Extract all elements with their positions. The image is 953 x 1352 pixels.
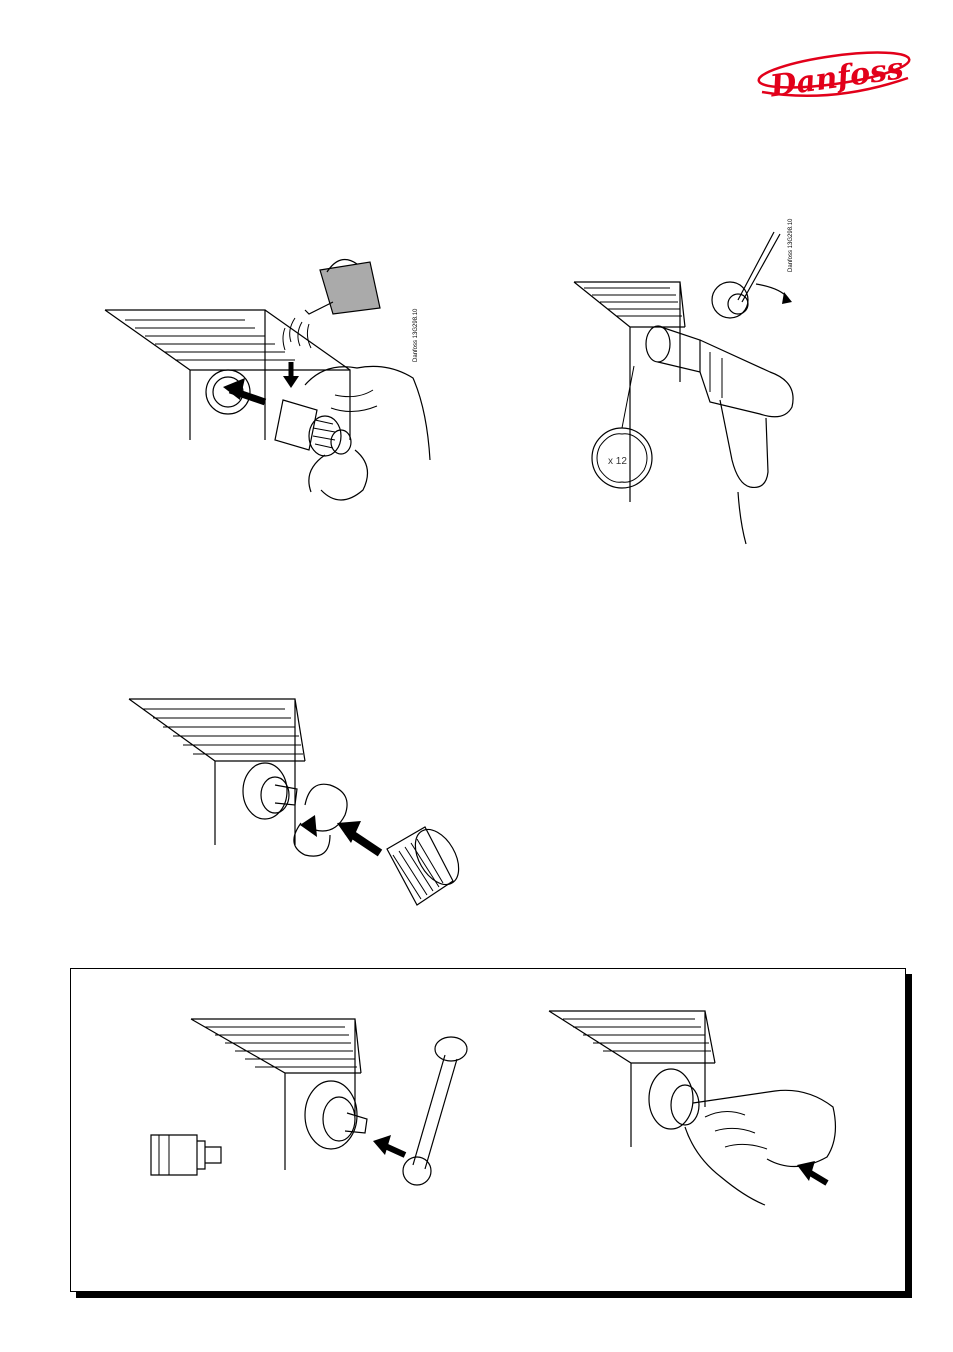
figure-1-code: Danfoss 13G298.10 [413, 308, 419, 362]
radiator-fig1 [105, 310, 350, 440]
danfoss-logo: Danfoss [752, 48, 914, 104]
figure-3-attach-head [125, 685, 470, 915]
valve-fig5 [649, 1069, 699, 1129]
valve-fitted [243, 763, 297, 819]
watering-can-icon [283, 260, 380, 351]
radiator-fig5 [549, 1011, 715, 1147]
screwdriver-inset [712, 232, 792, 318]
arrow-left-icon [373, 1135, 405, 1155]
figure-2-code: Danfoss 13G298.10 [788, 218, 794, 272]
hands-fig5 [685, 1090, 835, 1205]
logo-wordmark: Danfoss [767, 51, 906, 104]
figure-2-drill-socket: x 12 Danfoss 13G298.10 [570, 232, 800, 547]
valve-fig4 [305, 1081, 367, 1149]
thermostat-head [387, 822, 468, 905]
radiator-fig3 [129, 699, 305, 845]
socket-detail: x 12 [592, 366, 652, 488]
socket-size-label: x 12 [608, 456, 627, 467]
hand-fig1 [305, 366, 430, 500]
figure-4-spanner [135, 1015, 480, 1190]
figure-5-hands-tool [545, 1007, 845, 1212]
arrow-icon [223, 378, 265, 402]
rotate-arrow-icon [300, 784, 347, 837]
valve-insert [275, 400, 351, 456]
figure-1-insert-valve: Danfoss 13G298.10 [95, 250, 440, 520]
valve-insert-small [151, 1135, 221, 1175]
wrench-icon [403, 1037, 467, 1185]
arrow-left-icon [797, 1161, 827, 1183]
drill-icon [646, 326, 793, 544]
arrow-down-head [283, 376, 299, 388]
radiator-fig2 [574, 282, 685, 502]
